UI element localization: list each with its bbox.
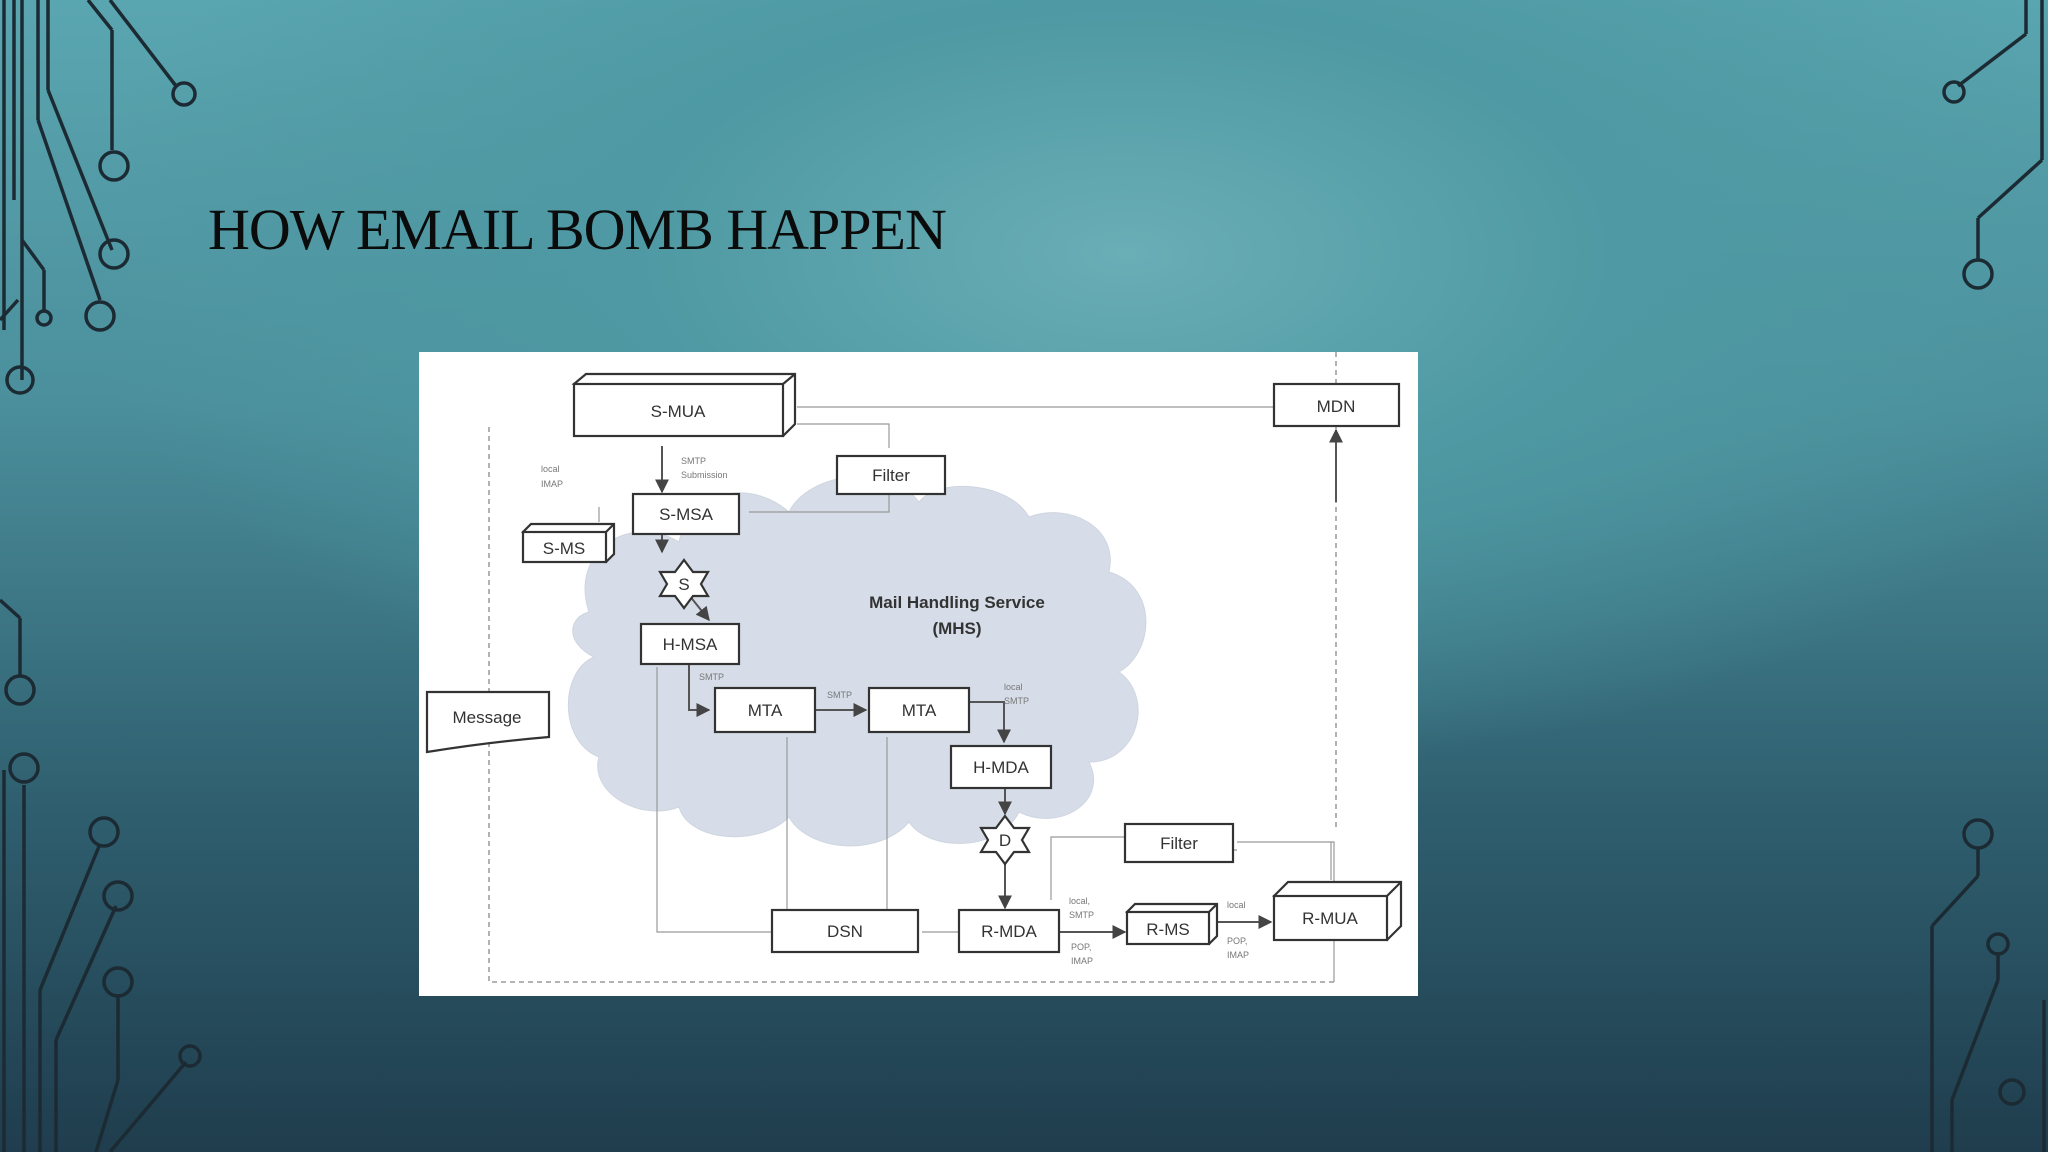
- small-label-smtp: SMTP: [681, 456, 706, 466]
- label-mta-2: MTA: [902, 701, 937, 720]
- node-r-mua: R-MUA: [1272, 880, 1403, 942]
- small-label-pop-rms: POP,: [1227, 936, 1247, 946]
- small-label-smtp-mta: SMTP: [827, 690, 852, 700]
- small-label-smtp-rmda: SMTP: [1069, 910, 1094, 920]
- label-r-mua: R-MUA: [1302, 909, 1358, 928]
- label-r-mda: R-MDA: [981, 922, 1037, 941]
- arrow-hmsa-mta1: [688, 664, 711, 717]
- circuit-decoration-left: [0, 0, 202, 1152]
- node-mdn: MDN: [1272, 382, 1401, 428]
- node-s-star: S: [658, 558, 710, 610]
- small-label-local-hmda: local: [1004, 682, 1023, 692]
- node-s-msa: S-MSA: [631, 492, 741, 536]
- connector-smua-filter: [797, 423, 890, 448]
- small-label-local-rmda: local,: [1069, 896, 1090, 906]
- node-r-mda: R-MDA: [957, 908, 1061, 954]
- small-label-submission: Submission: [681, 470, 728, 480]
- small-label-local-rms: local: [1227, 900, 1246, 910]
- small-label-imap: IMAP: [541, 479, 563, 489]
- node-mta-2: MTA: [867, 686, 971, 734]
- email-flow-diagram: S-MUA MDN Filter S-MSA S-MS S: [419, 352, 1418, 996]
- node-message: Message: [425, 690, 551, 754]
- label-dsn: DSN: [827, 922, 863, 941]
- mhs-abbrev-label: (MHS): [932, 619, 981, 638]
- small-label-local: local: [541, 464, 560, 474]
- node-h-msa: H-MSA: [639, 622, 741, 666]
- label-filter-top: Filter: [872, 466, 910, 485]
- email-flow-diagram-svg: S-MUA MDN Filter S-MSA S-MS S: [425, 352, 1403, 983]
- small-label-smtp-msa: SMTP: [699, 672, 724, 682]
- node-d-star: D: [979, 814, 1031, 866]
- label-r-ms: R-MS: [1146, 920, 1189, 939]
- node-s-mua: S-MUA: [571, 372, 797, 438]
- node-filter-bottom: Filter: [1123, 822, 1235, 864]
- circuit-decoration-right: [1930, 0, 2046, 1152]
- label-s-mua: S-MUA: [651, 402, 706, 421]
- connector-return-dashed: [488, 427, 1334, 983]
- node-dsn: DSN: [770, 908, 920, 954]
- label-mta-1: MTA: [748, 701, 783, 720]
- node-h-mda: H-MDA: [949, 744, 1053, 790]
- label-h-mda: H-MDA: [973, 758, 1029, 777]
- slide-title: HOW EMAIL BOMB HAPPEN: [208, 197, 947, 262]
- label-d-star: D: [999, 831, 1011, 850]
- connector-hmsa-dsn: [656, 667, 771, 933]
- node-mta-1: MTA: [713, 686, 817, 734]
- small-label-smtp-hmda: SMTP: [1004, 696, 1029, 706]
- node-r-ms: R-MS: [1125, 902, 1219, 946]
- label-s-star: S: [678, 575, 689, 594]
- mhs-label: Mail Handling Service: [869, 593, 1045, 612]
- label-h-msa: H-MSA: [663, 635, 718, 654]
- label-message: Message: [453, 708, 522, 727]
- small-label-imap-rms: IMAP: [1227, 950, 1249, 960]
- label-s-msa: S-MSA: [659, 505, 714, 524]
- node-s-ms: S-MS: [520, 522, 616, 564]
- label-s-ms: S-MS: [543, 539, 586, 558]
- arrow-mta2-hmda: [967, 701, 1011, 744]
- node-filter-top: Filter: [835, 454, 947, 496]
- label-mdn: MDN: [1317, 397, 1356, 416]
- connector-filter-rmua: [1237, 841, 1332, 880]
- small-label-imap-rmda: IMAP: [1071, 956, 1093, 966]
- small-label-pop-rmda: POP,: [1071, 942, 1091, 952]
- label-filter-bottom: Filter: [1160, 834, 1198, 853]
